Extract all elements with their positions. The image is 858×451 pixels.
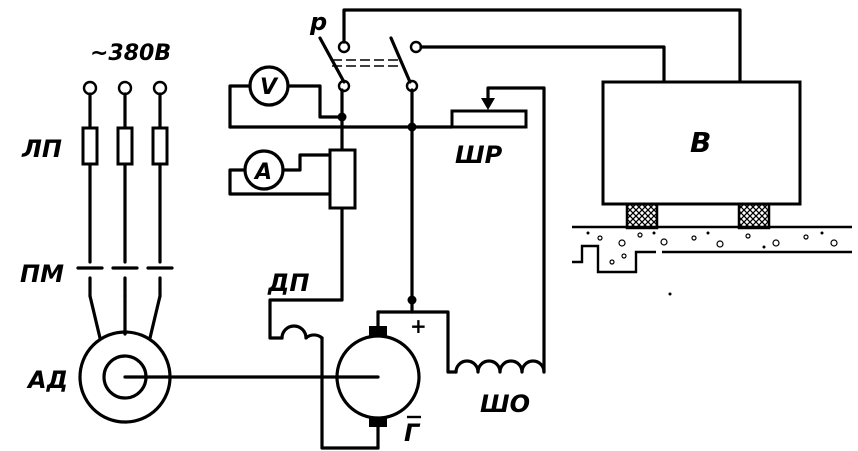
line-fuses-label: ЛП [21, 135, 62, 163]
shunt-winding-label: ШО [480, 390, 530, 418]
vibrator-label: В [690, 126, 711, 159]
concrete-slab [572, 225, 852, 296]
induction-motor-label: АД [26, 366, 68, 394]
additional-pole-winding [268, 208, 380, 450]
shunt-winding [410, 86, 546, 374]
relay-label: р [309, 8, 327, 36]
ammeter-label: А [253, 160, 272, 185]
voltmeter-label: V [260, 75, 279, 100]
supply-terminals [82, 80, 168, 96]
supply-label: ~380В [90, 41, 171, 66]
generator [335, 310, 421, 450]
phase-wires [88, 92, 162, 264]
field-rheostat [450, 86, 546, 129]
vibrator [601, 80, 802, 230]
junction-dots [337, 112, 417, 305]
line-fuses [81, 126, 169, 166]
generator-plus-label: + [410, 314, 427, 338]
relay-contacts [318, 8, 742, 93]
voltmeter [228, 65, 344, 129]
ammeter [228, 148, 357, 210]
magnetic-starter-contacts [76, 266, 174, 340]
field-rheostat-label: ШР [455, 141, 503, 169]
magnetic-starter-label: ПМ [20, 260, 64, 288]
generator-label: Г [404, 419, 421, 447]
additional-pole-label: ДП [267, 269, 309, 297]
